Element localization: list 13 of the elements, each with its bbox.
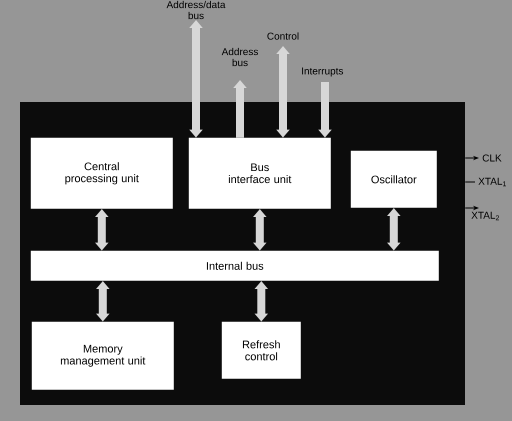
edge-label: Address bus bbox=[222, 48, 258, 66]
edge-label: Interrupts bbox=[302, 68, 344, 76]
unit-box: Bus interface unit bbox=[188, 138, 331, 209]
edge-label: XTAL$_{1}$ bbox=[478, 178, 506, 186]
bus-bar: Internal bus bbox=[30, 250, 439, 281]
unit-box: Oscillator bbox=[350, 150, 437, 208]
edge-label: Control bbox=[267, 32, 298, 40]
edge-label: CLK bbox=[482, 154, 502, 162]
edge-label: Address/data bus bbox=[166, 0, 226, 20]
unit-box: Refresh control bbox=[222, 322, 301, 379]
unit-box: Central processing unit bbox=[30, 138, 173, 209]
edge-label: XTAL$_{2}$ bbox=[471, 212, 500, 220]
unit-box: Memory management unit bbox=[32, 322, 174, 390]
